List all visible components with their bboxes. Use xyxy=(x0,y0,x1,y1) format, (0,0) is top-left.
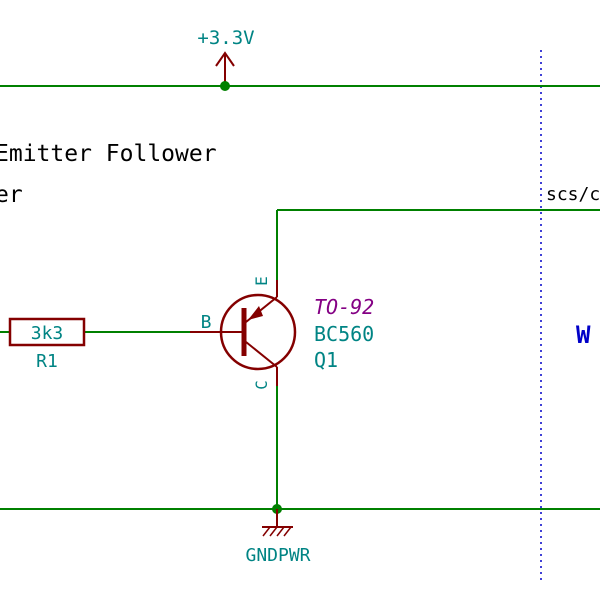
wires xyxy=(0,85,600,510)
junction-dot-power xyxy=(220,81,230,91)
collector-diag xyxy=(245,341,278,368)
resistor-value: 3k3 xyxy=(31,323,64,344)
ground-hatch-icon xyxy=(262,526,292,537)
pin-collector-label: C xyxy=(252,380,271,390)
transistor-package: TO-92 xyxy=(314,295,374,319)
transistor-ref: Q1 xyxy=(314,348,338,372)
net-label[interactable]: scs/c xyxy=(546,184,600,205)
ground-label: GNDPWR xyxy=(245,545,310,566)
resistor-r1[interactable]: 3k3 R1 xyxy=(8,317,86,372)
transistor-q1[interactable]: B E C TO-92 BC560 Q1 xyxy=(190,276,374,390)
note-title-line2: er xyxy=(0,182,23,208)
transistor-body xyxy=(219,293,297,371)
emitter-arrow-icon xyxy=(248,306,263,320)
pin-base-label: B xyxy=(201,312,212,333)
sheet-name-label[interactable]: W xyxy=(576,321,591,349)
ground-symbol[interactable]: GNDPWR xyxy=(245,509,311,566)
power-symbol[interactable]: +3.3V xyxy=(197,27,255,86)
resistor-body xyxy=(8,317,86,347)
note-title-line1: Emitter Follower xyxy=(0,141,217,167)
resistor-ref: R1 xyxy=(36,351,58,372)
power-arrow-icon xyxy=(215,51,235,67)
pin-emitter-label: E xyxy=(252,276,271,286)
transistor-part: BC560 xyxy=(314,322,374,346)
power-label: +3.3V xyxy=(197,27,254,49)
